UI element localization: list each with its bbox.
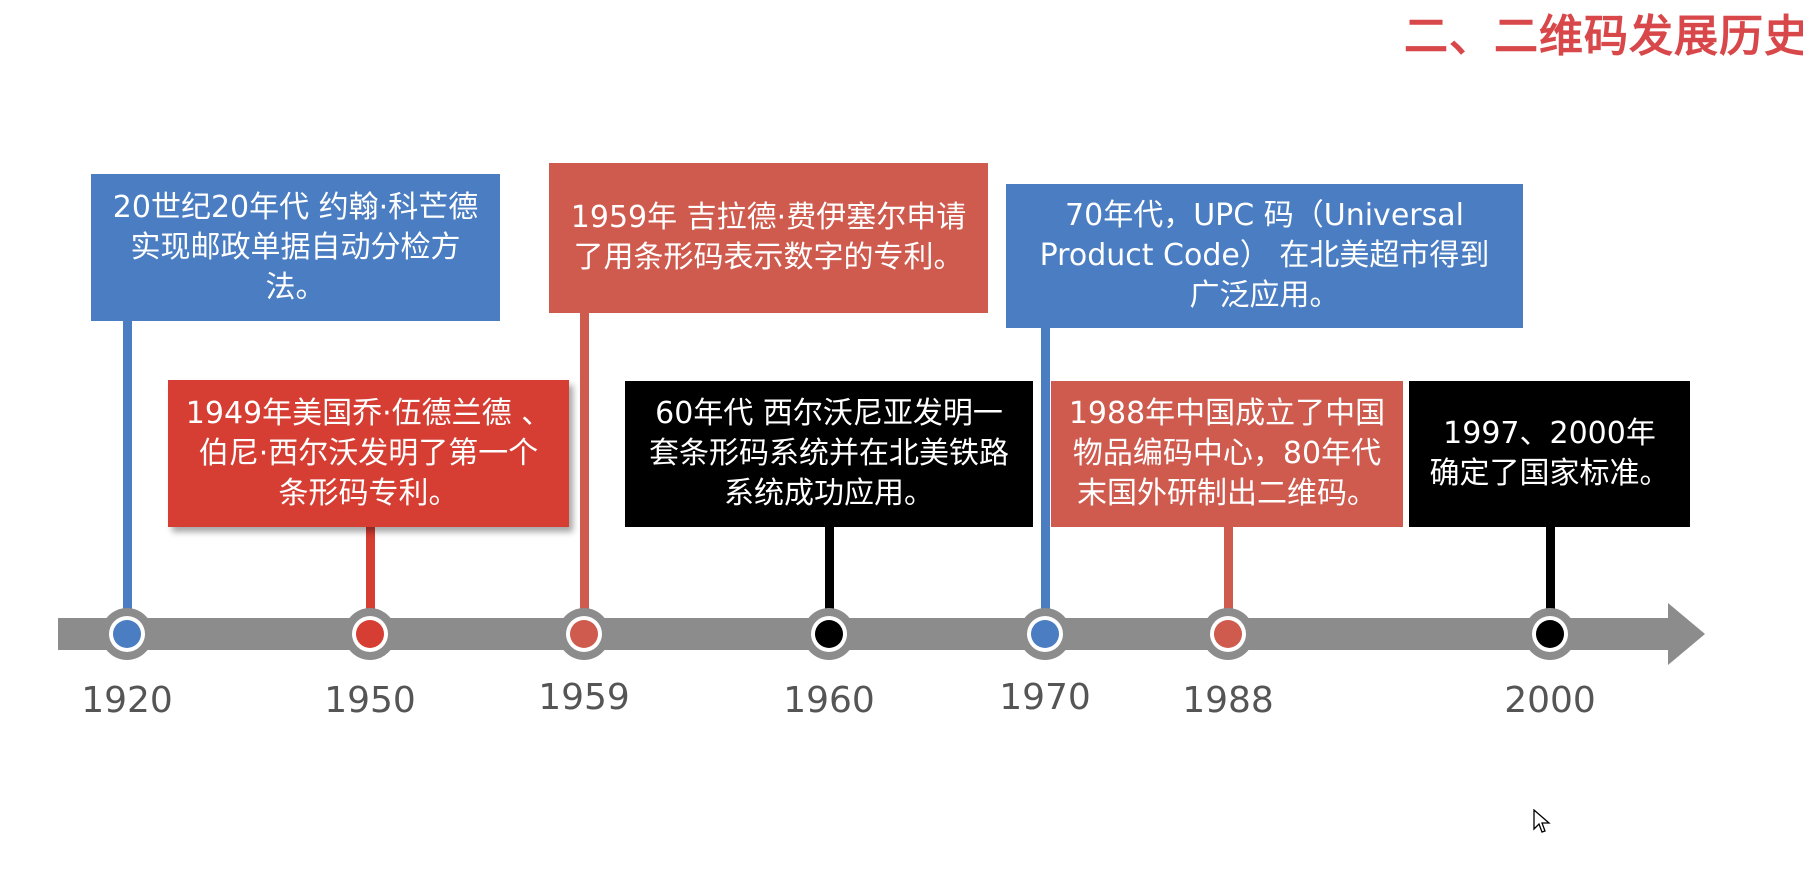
connector-line-1950 — [366, 525, 375, 632]
marker-dot-1970 — [1031, 620, 1059, 648]
marker-dot-2000 — [1536, 620, 1564, 648]
event-box-1970: 70年代，UPC 码（Universal Product Code） 在北美超市… — [1006, 184, 1523, 328]
timeline-arrow-shaft — [58, 618, 1678, 650]
marker-dot-1988 — [1214, 620, 1242, 648]
connector-line-2000 — [1546, 525, 1555, 632]
connector-line-1959 — [580, 311, 589, 632]
connector-line-1920 — [123, 319, 132, 632]
marker-dot-1959 — [570, 620, 598, 648]
event-box-1959: 1959年 吉拉德·费伊塞尔申请 了用条形码表示数字的专利。 — [549, 163, 988, 313]
event-box-2000: 1997、2000年 确定了国家标准。 — [1409, 381, 1690, 527]
timeline-arrow-head-icon — [1668, 603, 1705, 665]
year-label-1920: 1920 — [81, 680, 173, 721]
event-box-1960: 60年代 西尔沃尼亚发明一 套条形码系统并在北美铁路 系统成功应用。 — [625, 381, 1033, 527]
marker-dot-1960 — [815, 620, 843, 648]
event-box-1920: 20世纪20年代 约翰·科芒德 实现邮政单据自动分检方法。 — [91, 174, 500, 321]
mouse-cursor-icon — [1533, 809, 1551, 833]
page-title: 二、二维码发展历史 — [1404, 11, 1803, 62]
connector-line-1988 — [1224, 525, 1233, 632]
event-box-1988: 1988年中国成立了中国 物品编码中心，80年代 末国外研制出二维码。 — [1051, 381, 1403, 527]
year-label-2000: 2000 — [1504, 680, 1596, 721]
year-label-1959: 1959 — [538, 677, 630, 718]
marker-dot-1920 — [113, 620, 141, 648]
year-label-1970: 1970 — [999, 677, 1091, 718]
event-box-1950: 1949年美国乔·伍德兰德 、 伯尼·西尔沃发明了第一个 条形码专利。 — [168, 380, 569, 527]
connector-line-1970 — [1041, 326, 1050, 632]
year-label-1950: 1950 — [324, 680, 416, 721]
year-label-1960: 1960 — [783, 680, 875, 721]
connector-line-1960 — [825, 525, 834, 632]
marker-dot-1950 — [356, 620, 384, 648]
year-label-1988: 1988 — [1182, 680, 1274, 721]
